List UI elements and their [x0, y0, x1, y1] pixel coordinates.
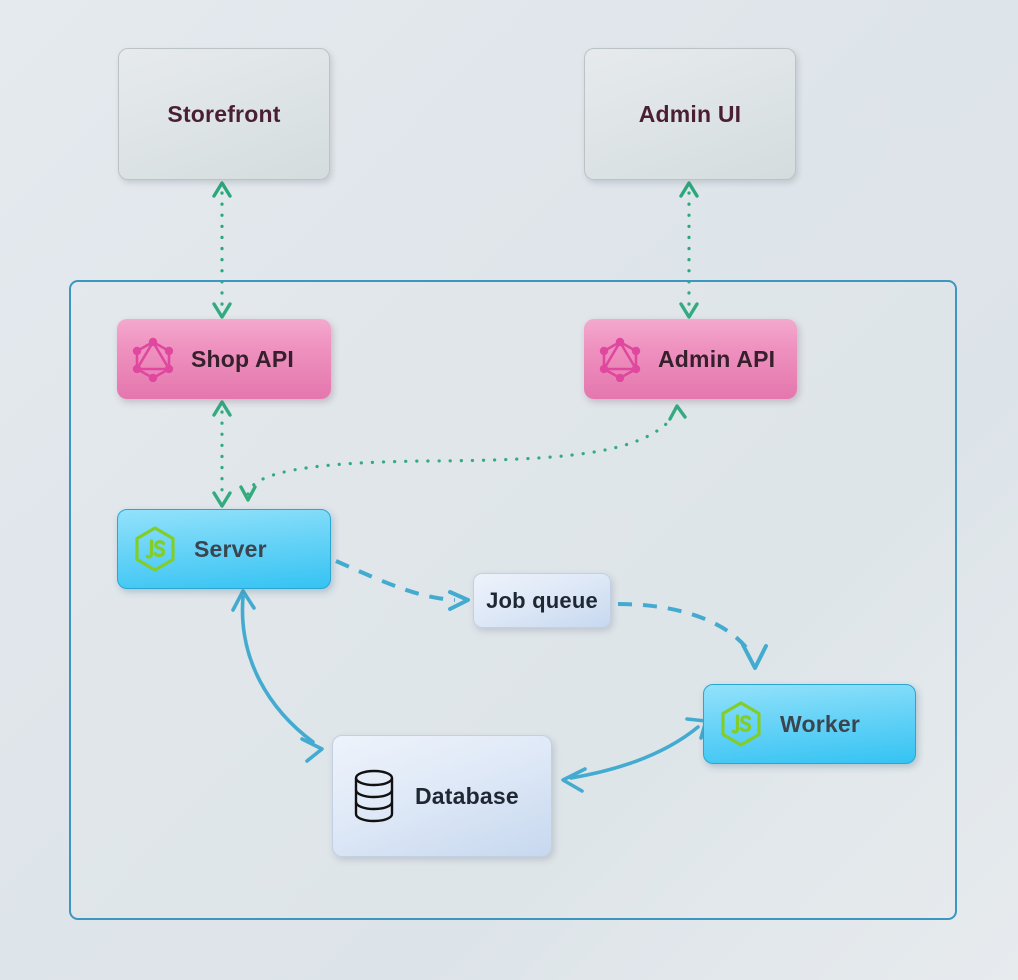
nodejs-icon: [718, 700, 764, 748]
graphql-icon: [598, 336, 642, 382]
node-database[interactable]: Database: [332, 735, 552, 857]
node-worker[interactable]: Worker: [703, 684, 916, 764]
node-job-queue[interactable]: Job queue: [473, 573, 611, 628]
node-admin-ui-label: Admin UI: [638, 100, 742, 127]
nodejs-icon: [132, 525, 178, 573]
database-icon: [351, 768, 397, 824]
node-server[interactable]: Server: [117, 509, 331, 589]
node-admin-api-label: Admin API: [658, 345, 776, 372]
node-storefront[interactable]: Storefront: [118, 48, 330, 180]
node-shop-api[interactable]: Shop API: [117, 319, 331, 399]
node-database-label: Database: [415, 782, 519, 809]
node-job-queue-label: Job queue: [486, 587, 598, 613]
node-server-label: Server: [194, 535, 267, 562]
node-worker-label: Worker: [780, 710, 861, 737]
node-admin-api[interactable]: Admin API: [584, 319, 797, 399]
node-shop-api-label: Shop API: [191, 345, 294, 372]
graphql-icon: [131, 336, 175, 382]
node-admin-ui[interactable]: Admin UI: [584, 48, 796, 180]
node-storefront-label: Storefront: [167, 100, 281, 127]
